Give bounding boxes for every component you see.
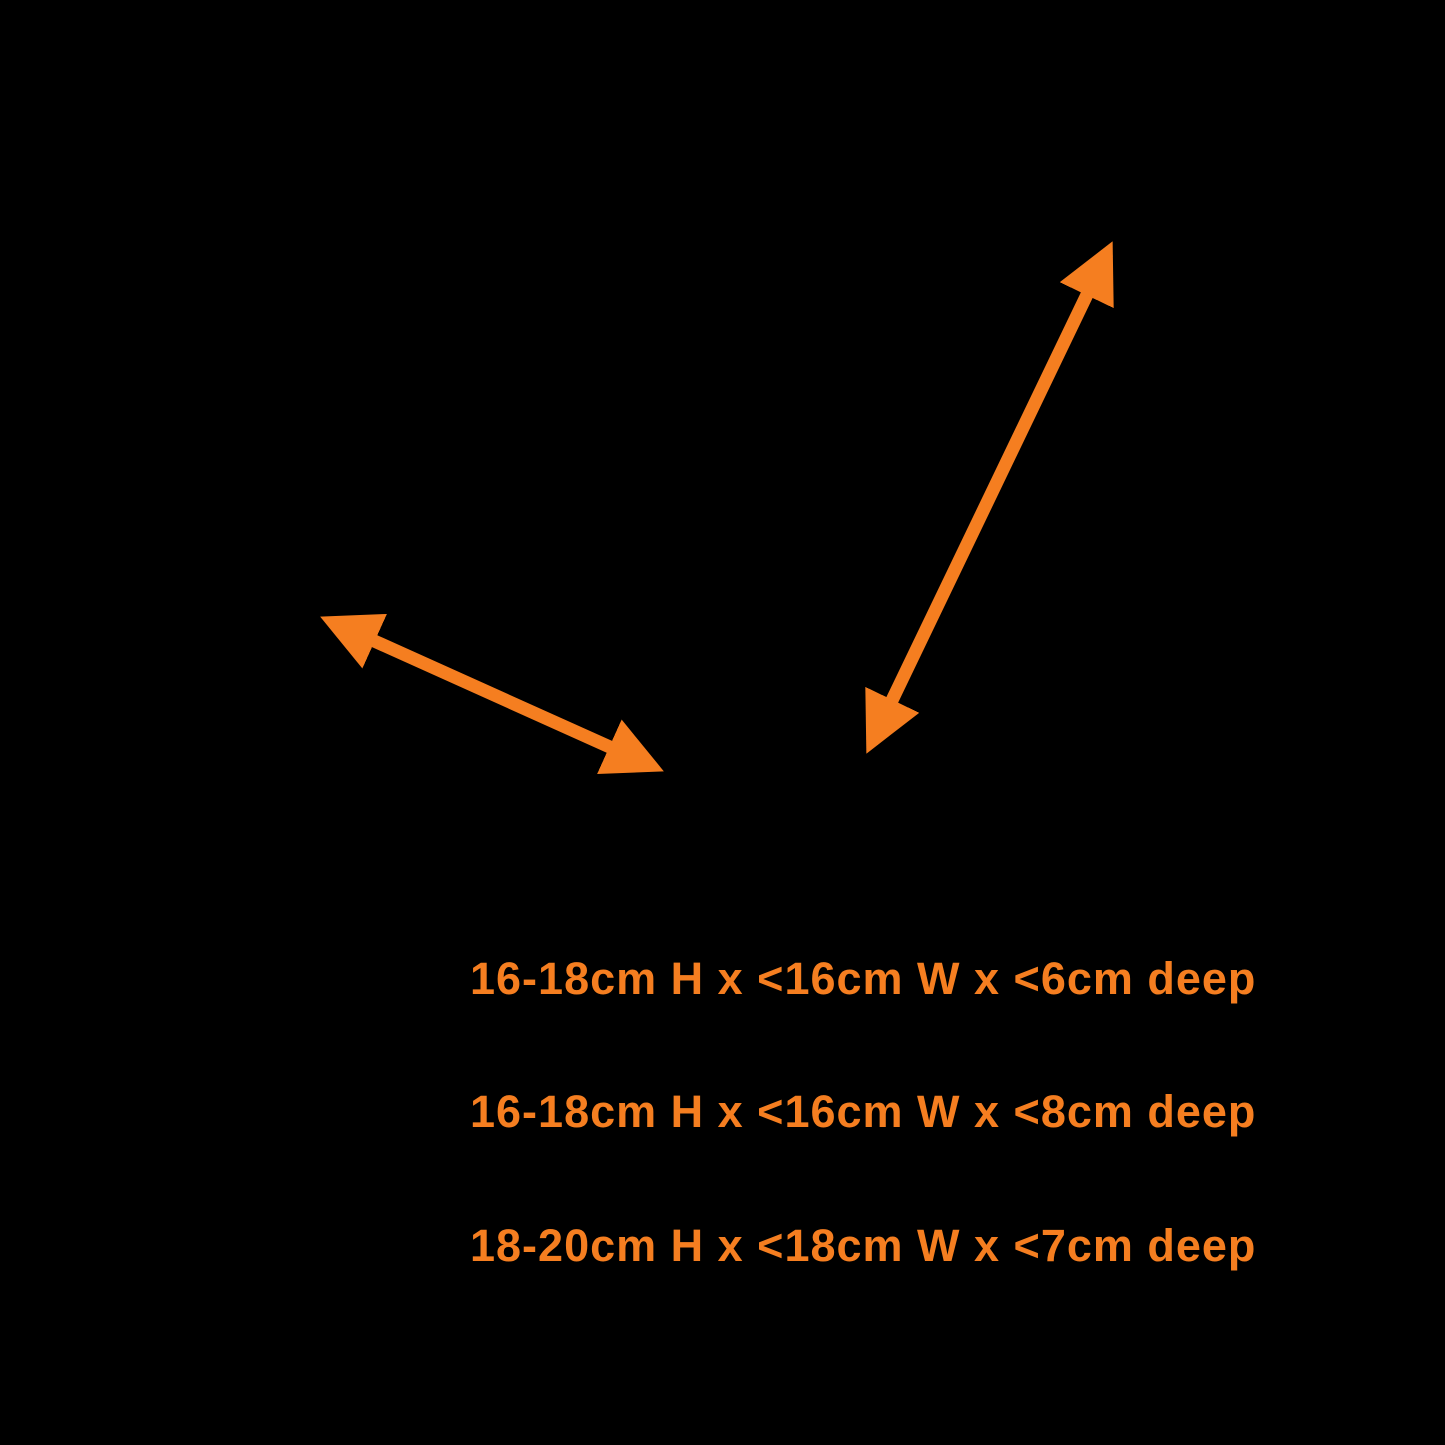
width-measure-arrow-icon: [320, 613, 664, 775]
height-measure-arrow-icon: [865, 241, 1114, 754]
